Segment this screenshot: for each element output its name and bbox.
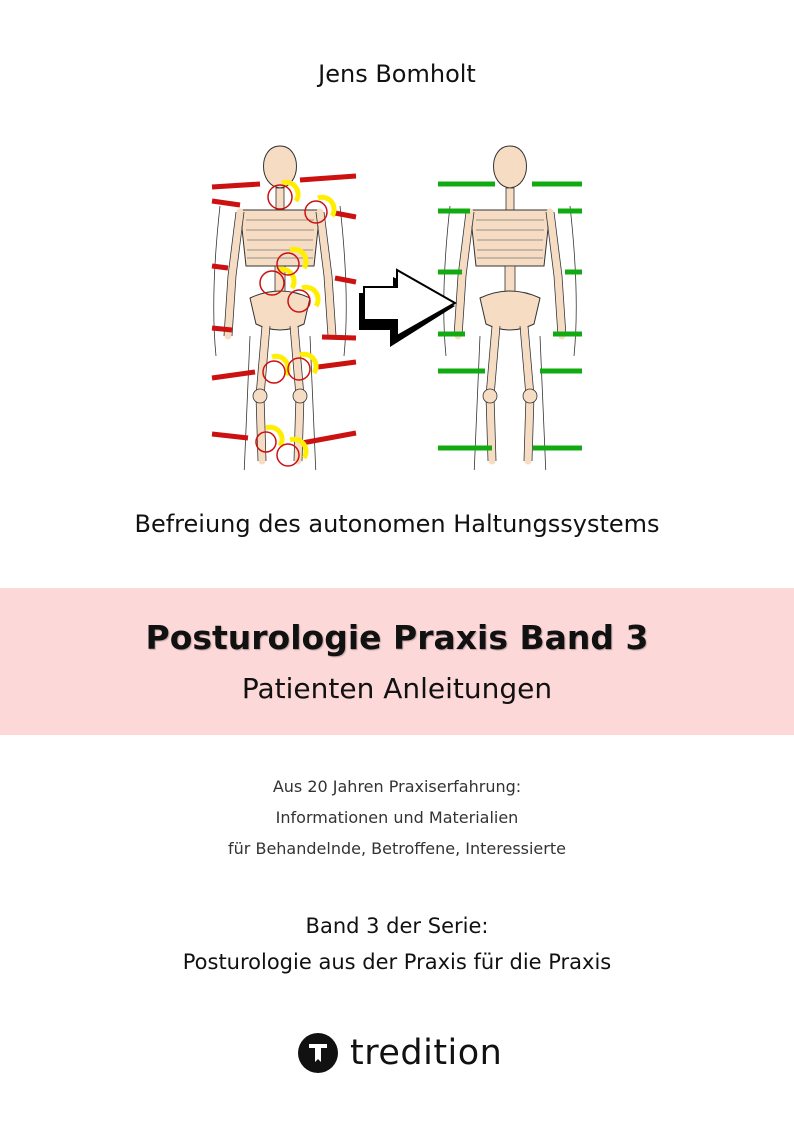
description-line: Informationen und Materialien — [275, 808, 519, 827]
problem-circles — [255, 179, 337, 467]
publisher-logo: tredition — [298, 1033, 502, 1073]
series-line: Posturologie aus der Praxis für die Prax… — [182, 950, 612, 974]
book-title: Posturologie Praxis Band 3 — [145, 618, 649, 657]
description-line: für Behandelnde, Betroffene, Interessier… — [228, 839, 566, 858]
book-subtitle: Patienten Anleitungen — [241, 672, 553, 705]
tredition-logo-icon — [298, 1033, 338, 1073]
posture-illustration — [200, 130, 582, 470]
author-name: Jens Bomholt — [318, 60, 476, 88]
misaligned-skeleton — [214, 146, 347, 470]
alignment-lines — [438, 181, 582, 451]
series-line: Band 3 der Serie: — [305, 914, 489, 938]
publisher-name: tredition — [350, 1033, 503, 1073]
title-band — [0, 588, 794, 735]
misalignment-lines — [211, 173, 357, 446]
arrow-right-icon — [359, 268, 458, 347]
aligned-skeleton — [444, 146, 577, 470]
tagline: Befreiung des autonomen Haltungssystems — [134, 510, 660, 538]
description-line: Aus 20 Jahren Praxiserfahrung: — [272, 777, 522, 796]
